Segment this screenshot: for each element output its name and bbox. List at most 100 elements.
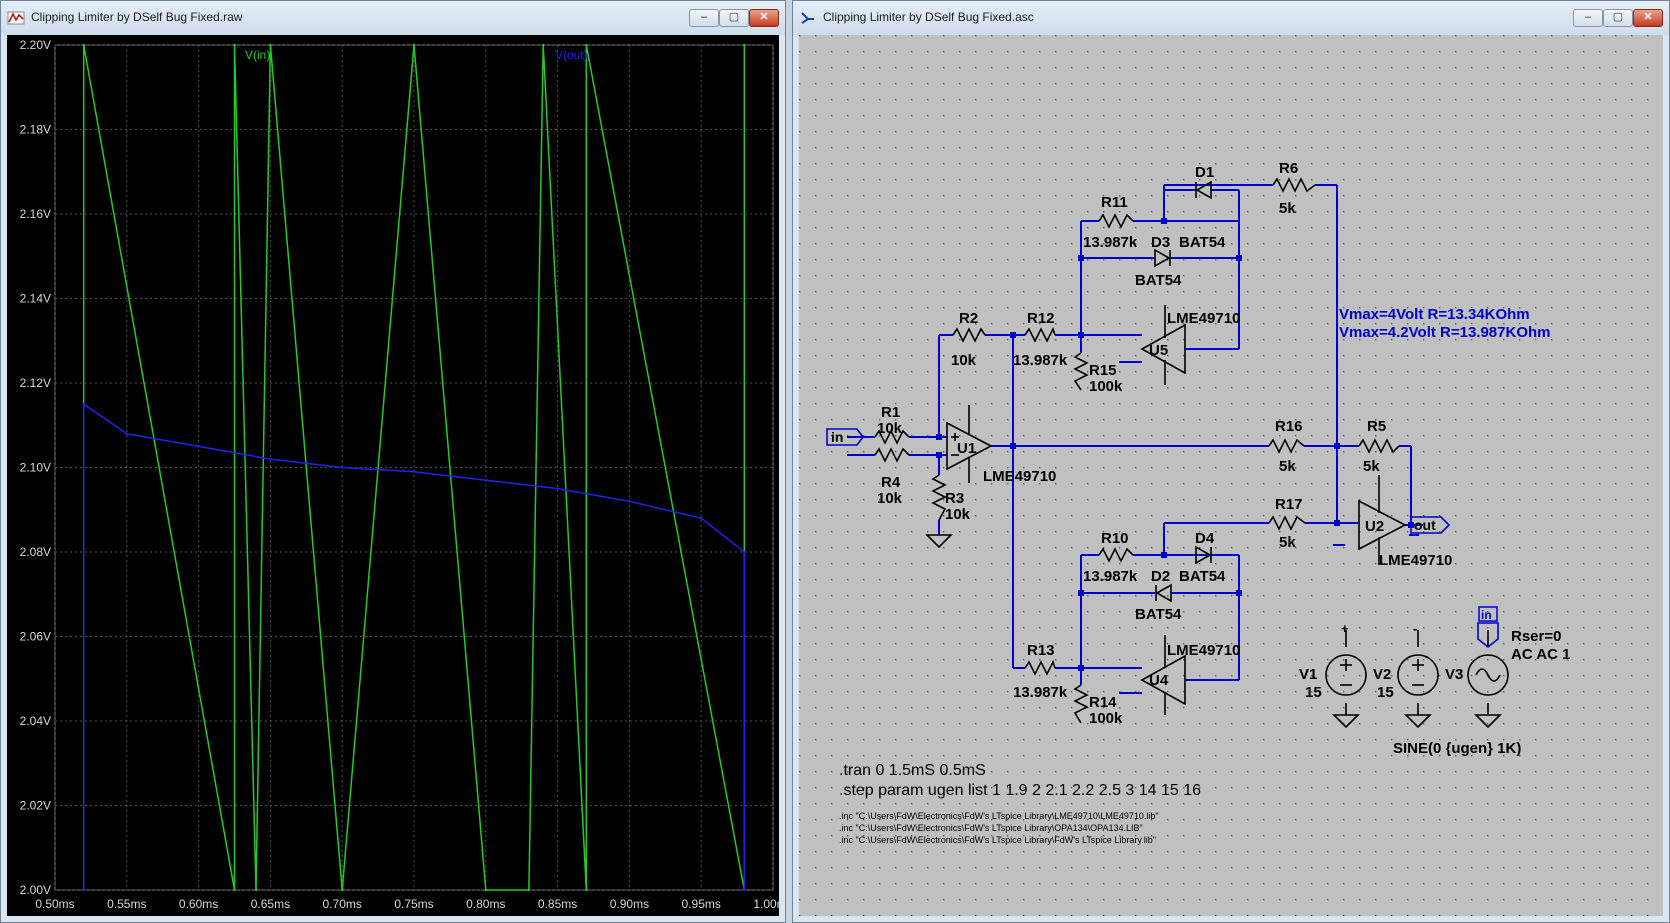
value-r11: 13.987k [1083,234,1138,251]
label-d1: D1 [1195,164,1214,181]
series-point-vout [125,432,128,435]
net-flag-in [826,428,864,446]
label-d4: D4 [1195,530,1215,547]
series-point-vout [197,445,200,448]
label-r11: R11 [1101,194,1128,211]
series-point-vin [341,888,344,892]
resistor-r17 [1268,515,1306,531]
diode-d1 [1195,180,1212,200]
x-tick-label: 0.75ms [394,897,433,911]
diode-d3 [1154,248,1171,268]
series-point-vout [341,466,344,469]
diode-d4 [1195,545,1212,565]
y-tick-label: 2.10V [20,461,51,475]
series-point-vout [743,888,746,892]
series-point-vin [542,43,545,47]
series-point-vin [743,43,746,47]
value-u1: LME49710 [983,468,1056,485]
y-tick-label: 2.12V [20,376,51,390]
x-tick-label: 0.50ms [35,897,74,911]
value-r6: 5k [1279,200,1296,217]
value-d4: BAT54 [1179,568,1226,585]
waveform-window[interactable]: Clipping Limiter by DSelf Bug Fixed.raw … [0,0,786,923]
x-tick-label: 0.85ms [538,897,577,911]
minimize-button[interactable]: – [689,9,719,27]
net-flags [826,428,1499,649]
note-vmax-4v: Vmax=4Volt R=13.34KOhm [1339,306,1530,323]
spice-directives: .tran 0 1.5mS 0.5mS .step param ugen lis… [839,762,1201,845]
net-flag-in-v3 [1477,622,1499,649]
label-r15: R15 [1089,362,1117,379]
source-symbols [1325,654,1509,696]
value-v3-sine: SINE(0 {ugen} 1K) [1393,740,1521,757]
x-tick-label: 0.90ms [610,897,649,911]
label-r1: R1 [881,404,900,421]
value-v3-ac: AC AC 1 [1511,646,1570,663]
resistor-r6 [1272,177,1316,193]
series-point-vout [412,470,416,473]
label-u5: U5 [1149,342,1168,359]
value-d2: BAT54 [1135,606,1182,623]
waveform-titlebar[interactable]: Clipping Limiter by DSelf Bug Fixed.raw … [1,1,785,35]
minimize-button[interactable]: – [1573,9,1603,27]
value-v2: 15 [1377,684,1394,701]
label-u1: U1 [957,440,976,457]
close-button[interactable]: ✕ [749,9,779,27]
series-point-vout [269,457,272,461]
opamp-symbols [946,305,1407,715]
label-r17: R17 [1275,496,1303,513]
directive-step: .step param ugen list 1 1.9 2 2.1 2.2 2.… [839,782,1201,799]
waveform-window-title: Clipping Limiter by DSelf Bug Fixed.raw [31,10,243,24]
y-tick-label: 2.08V [20,545,51,559]
resistor-r13 [1024,659,1056,676]
close-button[interactable]: ✕ [1633,9,1663,27]
value-v1: 15 [1305,684,1322,701]
label-u4: U4 [1149,672,1169,689]
label-r13: R13 [1027,642,1055,659]
x-tick-label: 0.65ms [251,897,290,911]
resistor-r16 [1268,438,1305,454]
value-r5: 5k [1363,458,1380,475]
value-r1: 10k [877,420,903,437]
label-d2: D2 [1151,568,1170,585]
net-label-in: in [831,429,843,445]
ground-r3 [925,534,953,549]
v3-in-flag-box [1478,606,1498,622]
resistor-r5 [1358,438,1400,454]
schematic-grid [799,35,1663,916]
label-v2: V2 [1373,666,1391,683]
value-r2: 10k [951,352,977,369]
value-r15: 100k [1089,378,1123,395]
series-point-vin [484,888,487,892]
series-point-vout [743,550,746,554]
series-point-vin [82,43,85,47]
opamp-u4 [1140,635,1186,715]
y-tick-label: 2.20V [20,38,51,52]
net-label-v3-in: in [1481,608,1492,622]
source-v2 [1397,654,1439,696]
label-d3: D3 [1151,234,1170,251]
legend-vin[interactable]: V(in) [245,48,270,62]
value-u5: LME49710 [1167,310,1240,327]
diode-symbols [1154,180,1212,603]
schematic-drawing[interactable]: R1 10k R2 10k R3 10k R4 10k R5 5k R6 5k … [799,35,1663,916]
series-point-vin [269,43,272,47]
series-point-vout [484,478,487,482]
series-point-vout [82,888,85,892]
source-v3 [1467,654,1509,696]
series-point-vin [254,888,258,892]
schematic-canvas[interactable]: R1 10k R2 10k R3 10k R4 10k R5 5k R6 5k … [799,35,1663,916]
component-labels: R1 10k R2 10k R3 10k R4 10k R5 5k R6 5k … [831,160,1570,757]
value-r4: 10k [877,490,903,507]
source-v1 [1325,654,1367,696]
maximize-button[interactable]: ▢ [719,9,749,27]
value-v3-rser: Rser=0 [1511,628,1561,645]
legend-vout[interactable]: V(out) [555,48,588,62]
maximize-button[interactable]: ▢ [1603,9,1633,27]
include-fdw-library: .inc "C:\Users\FdW\Electronics\FdW's LTs… [839,835,1156,845]
schematic-titlebar[interactable]: Clipping Limiter by DSelf Bug Fixed.asc … [793,1,1669,35]
schematic-window[interactable]: Clipping Limiter by DSelf Bug Fixed.asc … [792,0,1670,923]
series-point-vout [700,517,703,520]
